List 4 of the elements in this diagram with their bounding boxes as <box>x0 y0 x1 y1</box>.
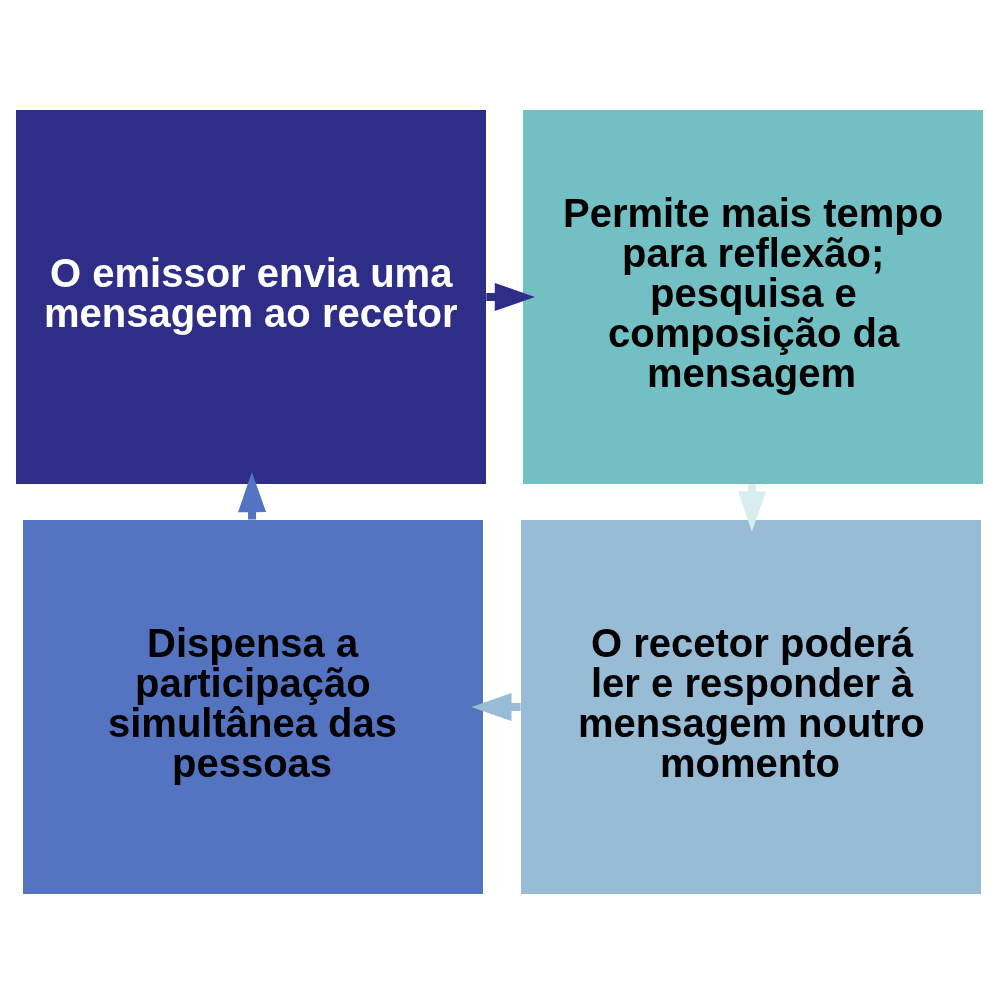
node-box: Permite mais tempo para reflexão; pesquisa e composição da mensagem <box>523 110 983 484</box>
node-box: Dispensa a participação simultânea das pessoas <box>23 520 483 894</box>
node-box: O emissor envia uma mensagem ao recetor <box>16 110 486 484</box>
node-box: O recetor poderá ler e responder à mensagem noutro momento <box>521 520 981 894</box>
